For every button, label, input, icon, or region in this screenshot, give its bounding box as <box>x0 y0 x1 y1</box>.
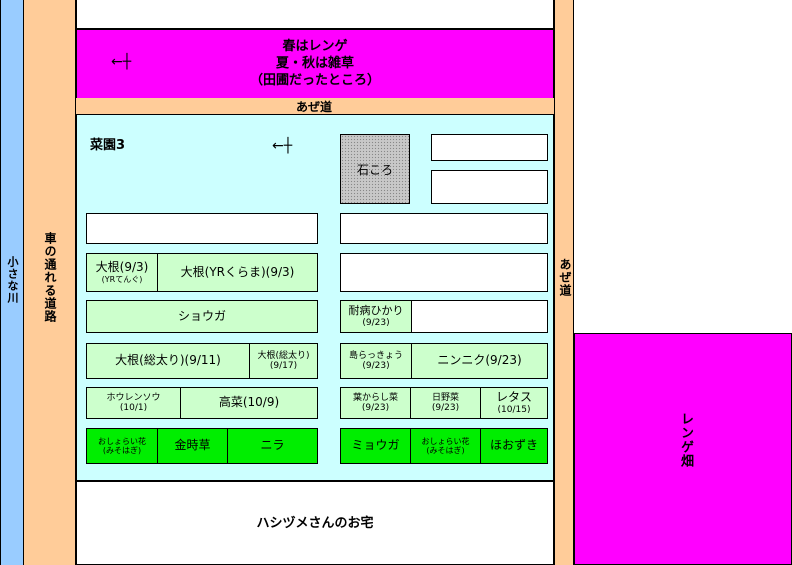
bed-green-row-right: ミョウガ おしょらい花 (みそはぎ) ほおずき <box>340 428 548 464</box>
crop-name: ニンニク(9/23) <box>437 353 522 368</box>
crop-name: ミョウガ <box>351 438 400 453</box>
bed-cell: ショウガ <box>87 301 317 332</box>
river <box>0 0 24 565</box>
bed-cell: ニンニク(9/23) <box>412 344 547 378</box>
crop-name: 高菜(10/9) <box>218 395 280 410</box>
crop-name: 大根(YRくらま)(9/3) <box>180 264 295 279</box>
crop-name: 耐病ひかり <box>348 304 404 317</box>
azemichi-horizontal <box>76 98 554 114</box>
crop-name: 大根(9/3) <box>95 260 149 274</box>
stone-label: 石ころ <box>356 162 393 177</box>
empty-bed-l1 <box>86 213 318 244</box>
bed-cell: 金時草 <box>158 429 228 463</box>
bed-cell: 大根(総太り) (9/17) <box>250 344 317 378</box>
road-label: 車の通れる道路 <box>43 232 57 323</box>
bed-shouga: ショウガ <box>86 300 318 333</box>
bed-cell: 大根(YRくらま)(9/3) <box>158 254 317 291</box>
bed-futo-row: 大根(総太り)(9/11) 大根(総太り) (9/17) <box>86 343 318 379</box>
bed-cell: 葉からし菜 (9/23) <box>341 388 411 418</box>
spring-line-1: 春はレンゲ <box>282 39 348 54</box>
crop-name: ニラ <box>260 438 285 453</box>
crop-name: ホウレンソウ <box>106 392 161 403</box>
crop-note: (10/1) <box>119 403 148 413</box>
crop-name: 大根(総太り) <box>257 350 310 361</box>
azemichi-right-label: あぜ道 <box>558 258 572 297</box>
crop-note: (YRてんぐ) <box>101 274 143 284</box>
bed-cell: ミョウガ <box>341 429 411 463</box>
bed-hourensou-row: ホウレンソウ (10/1) 高菜(10/9) <box>86 387 318 419</box>
crop-note: (みそはぎ) <box>426 446 465 455</box>
bed-cell: ホウレンソウ (10/1) <box>87 388 181 418</box>
bed-cell: ほおずき <box>481 429 547 463</box>
crop-note: (10/15) <box>497 404 531 415</box>
bed-cell: 大根(総太り)(9/11) <box>87 344 250 378</box>
empty-bed-r4 <box>340 253 548 292</box>
bed-cell: 大根(9/3) (YRてんぐ) <box>87 254 158 291</box>
crop-note: (9/23) <box>362 317 390 328</box>
crop-name: ほおずき <box>489 438 538 453</box>
crop-name: レタス <box>495 389 532 404</box>
azemichi-vertical <box>554 0 574 565</box>
bed-cell: レタス (10/15) <box>481 388 547 418</box>
bed-green-row-left: おしょらい花 (みそはぎ) 金時草 ニラ <box>86 428 318 464</box>
empty-bed-r1 <box>431 134 548 161</box>
crop-name: 大根(総太り)(9/11) <box>115 353 221 368</box>
spring-field: 春はレンゲ 夏・秋は雑草 （田圃だったところ） ←┼ <box>76 29 554 99</box>
renge-field-label: レンゲ畑 <box>678 412 693 468</box>
bed-cell: 島らっきょう (9/23) <box>341 344 412 378</box>
bed-lettuce-row: 葉からし菜 (9/23) 日野菜 (9/23) レタス (10/15) <box>340 387 548 419</box>
bed-taibyou: 耐病ひかり (9/23) <box>340 300 548 333</box>
crop-note: (みそはぎ) <box>102 446 142 455</box>
bed-cell-empty <box>412 301 547 332</box>
road <box>24 0 76 565</box>
north-arrow-icon-2: ←┼ <box>272 138 293 154</box>
spring-text: 春はレンゲ 夏・秋は雑草 （田圃だったところ） <box>77 38 553 89</box>
north-arrow-icon: ←┼ <box>111 54 132 70</box>
empty-bed-r3 <box>340 213 548 244</box>
crop-name: 金時草 <box>174 438 211 453</box>
bed-daikon-row: 大根(9/3) (YRてんぐ) 大根(YRくらま)(9/3) <box>86 253 318 292</box>
empty-bed-r2 <box>431 170 548 204</box>
crop-name: 島らっきょう <box>348 350 403 361</box>
stone-pile: 石ころ <box>340 134 410 204</box>
bed-cell: 高菜(10/9) <box>181 388 317 418</box>
crop-note: (9/23) <box>362 361 390 371</box>
crop-name: 葉からし菜 <box>352 392 398 403</box>
bed-cell: 耐病ひかり (9/23) <box>341 301 412 332</box>
neighbor-house <box>76 481 554 565</box>
bed-cell: ニラ <box>228 429 317 463</box>
top-area <box>76 0 554 29</box>
bed-cell: おしょらい花 (みそはぎ) <box>87 429 158 463</box>
crop-name: 日野菜 <box>431 392 459 403</box>
garden-title: 菜園3 <box>90 138 126 153</box>
crop-name: ショウガ <box>177 308 226 323</box>
bed-cell: おしょらい花 (みそはぎ) <box>411 429 481 463</box>
river-label: 小さな川 <box>6 256 19 304</box>
spring-line-3: （田圃だったところ） <box>249 73 380 88</box>
crop-note: (9/23) <box>431 403 460 413</box>
azemichi-label: あぜ道 <box>296 100 333 114</box>
bed-ninniku-row: 島らっきょう (9/23) ニンニク(9/23) <box>340 343 548 379</box>
bed-cell: 日野菜 (9/23) <box>411 388 481 418</box>
crop-note: (9/23) <box>361 403 390 413</box>
house-label: ハシヅメさんのお宅 <box>256 516 374 531</box>
crop-name: おしょらい花 <box>98 436 146 446</box>
spring-line-2: 夏・秋は雑草 <box>275 56 354 71</box>
crop-note: (9/17) <box>269 361 298 371</box>
crop-name: おしょらい花 <box>421 436 470 446</box>
renge-field <box>574 333 792 565</box>
